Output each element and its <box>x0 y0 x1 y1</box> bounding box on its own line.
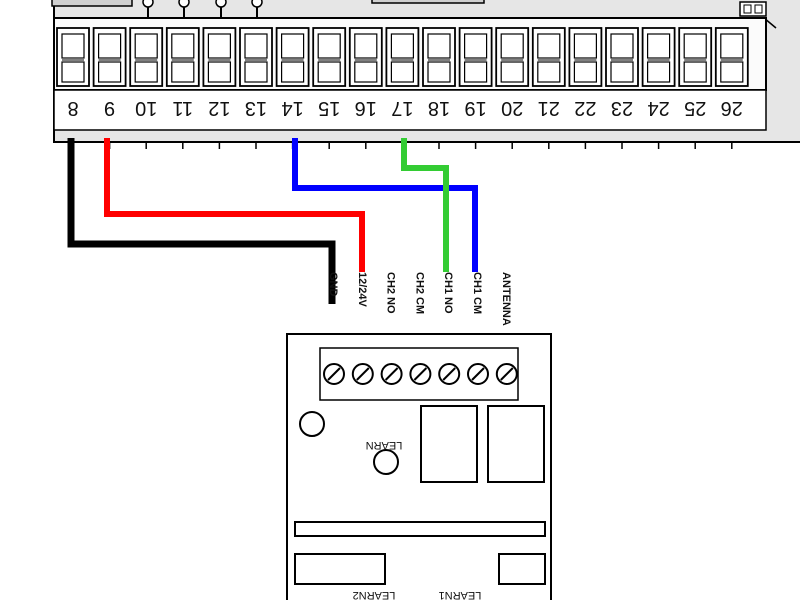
terminal-number-labels: 8 9 10 11 12 13 14 15 16 17 18 19 20 21 22 23 24 25 26 <box>67 97 742 119</box>
terminal-label-18: 18 <box>428 97 450 119</box>
screw-ch2-no <box>380 363 403 385</box>
receiver-strip <box>294 521 546 537</box>
terminal-label-23: 23 <box>611 97 633 119</box>
terminal-label-10: 10 <box>135 97 157 119</box>
receiver-label-gnd: GND <box>327 272 339 297</box>
learn1-pad <box>498 553 546 585</box>
learn2-pad <box>294 553 386 585</box>
terminal-label-17: 17 <box>391 97 413 119</box>
terminal-label-21: 21 <box>538 97 560 119</box>
wire-blue-ch1-cm <box>292 138 478 272</box>
terminal-label-24: 24 <box>647 97 669 119</box>
screw-12-24v <box>351 363 374 385</box>
screw-antenna <box>495 363 518 385</box>
receiver-board: LEARN LEARN2 LEARN1 <box>286 333 552 600</box>
terminal-25 <box>678 27 713 87</box>
wire-green-ch1-no <box>401 138 449 272</box>
terminal-8 <box>56 27 90 87</box>
terminal-label-26: 26 <box>721 97 743 119</box>
terminal-label-16: 16 <box>355 97 377 119</box>
terminal-9 <box>92 27 127 87</box>
receiver-terminal-labels: GND 12/24V CH2 NO CH2 CM CH1 NO CH1 CM ANTENNA <box>327 272 512 326</box>
terminal-19 <box>458 27 493 87</box>
terminal-12 <box>202 27 237 87</box>
receiver-label-ch1-cm: CH1 CM <box>471 272 483 314</box>
terminal-10 <box>129 27 164 87</box>
terminal-11 <box>165 27 200 87</box>
terminal-23 <box>605 27 639 87</box>
terminal-14 <box>275 27 310 87</box>
terminal-17 <box>385 27 420 87</box>
screw-ch1-no <box>438 363 461 385</box>
learn2-label: LEARN2 <box>353 589 396 600</box>
screw-ch2-cm <box>409 363 432 385</box>
terminal-22 <box>568 27 603 87</box>
terminal-label-8: 8 <box>67 97 78 119</box>
terminal-label-19: 19 <box>464 97 486 119</box>
terminal-24 <box>641 27 676 87</box>
terminal-16 <box>348 27 383 87</box>
learn-button <box>373 449 399 475</box>
terminal-label-9: 9 <box>104 97 115 119</box>
learn-label: LEARN <box>366 439 403 451</box>
receiver-label-ch2-cm: CH2 CM <box>413 272 425 314</box>
terminal-label-12: 12 <box>208 97 230 119</box>
controller-board: 8 9 10 11 12 13 14 15 16 17 18 19 20 21 22 23 24 25 26 <box>51 0 800 149</box>
jumper-pins <box>142 0 263 20</box>
terminal-label-25: 25 <box>684 97 706 119</box>
wire-red-12-24v <box>104 138 365 272</box>
receiver-label-ch2-no: CH2 NO <box>385 272 397 314</box>
terminal-label-14: 14 <box>281 97 303 119</box>
terminal-screw-slots <box>56 27 749 87</box>
receiver-label-12-24v: 12/24V <box>356 272 368 308</box>
terminal-label-20: 20 <box>501 97 523 119</box>
terminal-18 <box>422 27 456 87</box>
wire-black-gnd <box>67 138 336 304</box>
receiver-label-antenna: ANTENNA <box>500 272 512 326</box>
screw-ch1-cm <box>467 363 489 385</box>
relay-1 <box>420 405 478 483</box>
terminal-21 <box>531 27 566 87</box>
terminal-label-15: 15 <box>318 97 340 119</box>
learn1-label: LEARN1 <box>439 589 482 600</box>
terminal-15 <box>312 27 347 87</box>
terminal-20 <box>495 27 530 87</box>
terminal-13 <box>239 27 273 87</box>
screw-gnd <box>323 363 345 385</box>
terminal-label-11: 11 <box>172 97 193 119</box>
terminal-label-13: 13 <box>245 97 267 119</box>
receiver-screw-terminals <box>323 363 518 385</box>
terminal-26 <box>714 27 749 87</box>
relay-2 <box>487 405 545 483</box>
terminal-label-22: 22 <box>574 97 596 119</box>
receiver-label-ch1-no: CH1 NO <box>442 272 454 314</box>
mounting-hole <box>299 411 325 437</box>
